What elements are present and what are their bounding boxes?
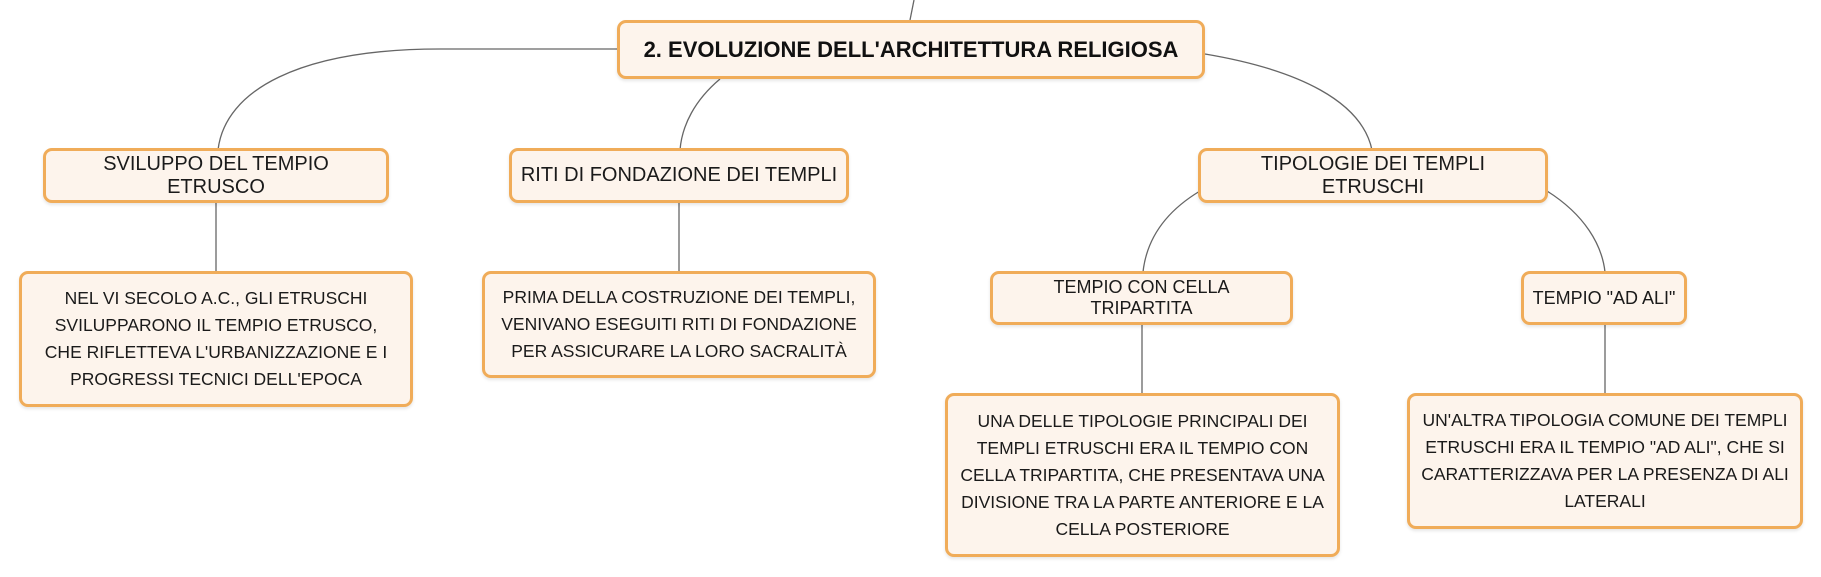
- connector-tipologie-to-tripartita: [1142, 190, 1201, 273]
- topic-tipologie-templi-etruschi[interactable]: TIPOLOGIE DEI TEMPLI ETRUSCHI: [1198, 148, 1548, 203]
- connector-root-to-riti: [679, 78, 721, 151]
- subtopic-tempio-ad-ali[interactable]: TEMPIO "AD ALI": [1521, 271, 1687, 325]
- topic-sviluppo-tempio-etrusco[interactable]: SVILUPPO DEL TEMPIO ETRUSCO: [43, 148, 389, 203]
- topic-riti-di-fondazione[interactable]: RITI DI FONDAZIONE DEI TEMPLI: [509, 148, 849, 203]
- connector-root-to-tipologie: [1204, 53, 1373, 151]
- detail-tempio-cella-tripartita[interactable]: UNA DELLE TIPOLOGIE PRINCIPALI DEI TEMPL…: [945, 393, 1340, 557]
- connector-tipologie-to-adali: [1546, 190, 1606, 273]
- topic-label: RITI DI FONDAZIONE DEI TEMPLI: [520, 164, 838, 186]
- connector-root-to-sviluppo: [217, 48, 617, 151]
- detail-text: UN'ALTRA TIPOLOGIA COMUNE DEI TEMPLI ETR…: [1421, 410, 1789, 511]
- connector-parent-top: [909, 0, 915, 21]
- topic-label: TIPOLOGIE DEI TEMPLI ETRUSCHI: [1260, 152, 1486, 198]
- detail-riti-di-fondazione[interactable]: PRIMA DELLA COSTRUZIONE DEI TEMPLI, VENI…: [482, 271, 876, 378]
- detail-text: UNA DELLE TIPOLOGIE PRINCIPALI DEI TEMPL…: [960, 410, 1325, 539]
- detail-tempio-ad-ali[interactable]: UN'ALTRA TIPOLOGIA COMUNE DEI TEMPLI ETR…: [1407, 393, 1803, 529]
- subtopic-tempio-cella-tripartita[interactable]: TEMPIO CON CELLA TRIPARTITA: [990, 271, 1293, 325]
- root-topic-label: 2. EVOLUZIONE DELL'ARCHITETTURA RELIGIOS…: [643, 36, 1179, 62]
- subtopic-label: TEMPIO "AD ALI": [1532, 287, 1676, 308]
- detail-text: PRIMA DELLA COSTRUZIONE DEI TEMPLI, VENI…: [501, 287, 857, 361]
- detail-sviluppo-tempio-etrusco[interactable]: NEL VI SECOLO A.C., GLI ETRUSCHI SVILUPP…: [19, 271, 413, 407]
- subtopic-label: TEMPIO CON CELLA TRIPARTITA: [1053, 277, 1230, 318]
- detail-text: NEL VI SECOLO A.C., GLI ETRUSCHI SVILUPP…: [44, 288, 388, 389]
- root-topic[interactable]: 2. EVOLUZIONE DELL'ARCHITETTURA RELIGIOS…: [617, 20, 1205, 79]
- topic-label: SVILUPPO DEL TEMPIO ETRUSCO: [103, 152, 329, 198]
